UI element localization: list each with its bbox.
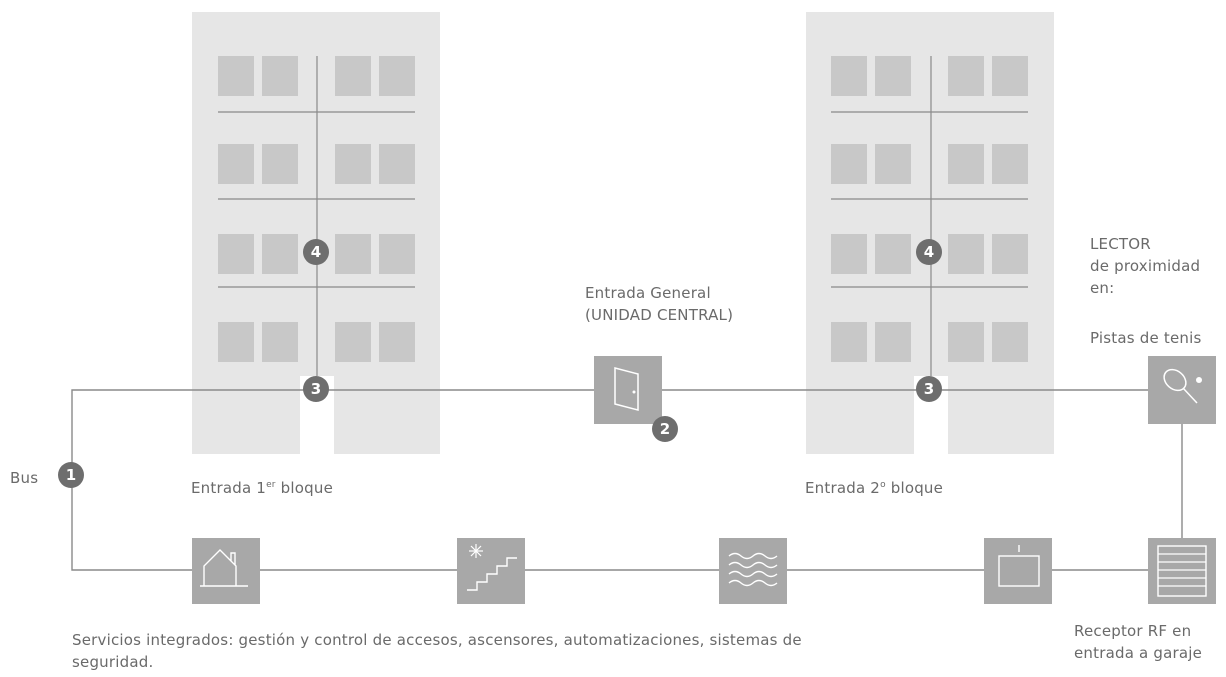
entrada-bloque2-label: Entrada 2o bloque: [805, 474, 943, 499]
entrada-bloque1-suffix: bloque: [275, 479, 333, 497]
water-waves-icon: [719, 538, 787, 604]
marker-entrada-bloque2-number: 3: [924, 380, 934, 398]
lector-line1: LECTOR: [1090, 235, 1151, 253]
marker-bus: 1: [58, 462, 84, 488]
bus-lines: [71, 389, 1183, 571]
receptor-line2: entrada a garaje: [1074, 644, 1203, 662]
entrada-bloque1-label: Entrada 1er bloque: [191, 474, 333, 499]
entrada-general-line1: Entrada General: [585, 284, 711, 302]
entrada-bloque2-prefix: Entrada 2: [805, 479, 881, 497]
marker-entrada-bloque1: 3: [303, 376, 329, 402]
marker-entrada-bloque1-number: 3: [311, 380, 321, 398]
receptor-label: Receptor RF en entrada a garaje: [1074, 620, 1202, 664]
garage-door-icon: [1148, 538, 1216, 604]
bus-label: Bus: [10, 469, 39, 487]
marker-riser-bloque2-number: 4: [924, 243, 934, 261]
entrada-general-label: Entrada General (UNIDAD CENTRAL): [585, 282, 733, 326]
tennis-racket-icon: [1148, 356, 1216, 424]
entrada-bloque2-suffix: bloque: [885, 479, 944, 497]
stairs-light-icon: [457, 538, 525, 604]
house-icon: [192, 538, 260, 604]
lector-line2: de proximidad: [1090, 257, 1201, 275]
receptor-line1: Receptor RF en: [1074, 622, 1192, 640]
marker-riser-bloque1-number: 4: [311, 243, 321, 261]
entrada-bloque1-prefix: Entrada 1: [191, 479, 267, 497]
panel-icon: [984, 538, 1052, 604]
marker-entrada-bloque2: 3: [916, 376, 942, 402]
marker-entrada-general: 2: [652, 416, 678, 442]
pistas-label: Pistas de tenis: [1090, 329, 1202, 347]
marker-riser-bloque2: 4: [916, 239, 942, 265]
marker-riser-bloque1: 4: [303, 239, 329, 265]
marker-bus-number: 1: [66, 466, 76, 484]
lector-line3: en:: [1090, 279, 1115, 297]
lector-label: LECTOR de proximidad en:: [1090, 233, 1200, 299]
entrada-general-line2: (UNIDAD CENTRAL): [585, 306, 734, 324]
door-icon: [594, 356, 662, 424]
servicios-label: Servicios integrados: gestión y control …: [72, 631, 802, 671]
marker-entrada-general-number: 2: [660, 420, 670, 438]
entrada-bloque1-sup: er: [266, 480, 276, 490]
entrada-bloque2-sup: o: [880, 480, 886, 490]
